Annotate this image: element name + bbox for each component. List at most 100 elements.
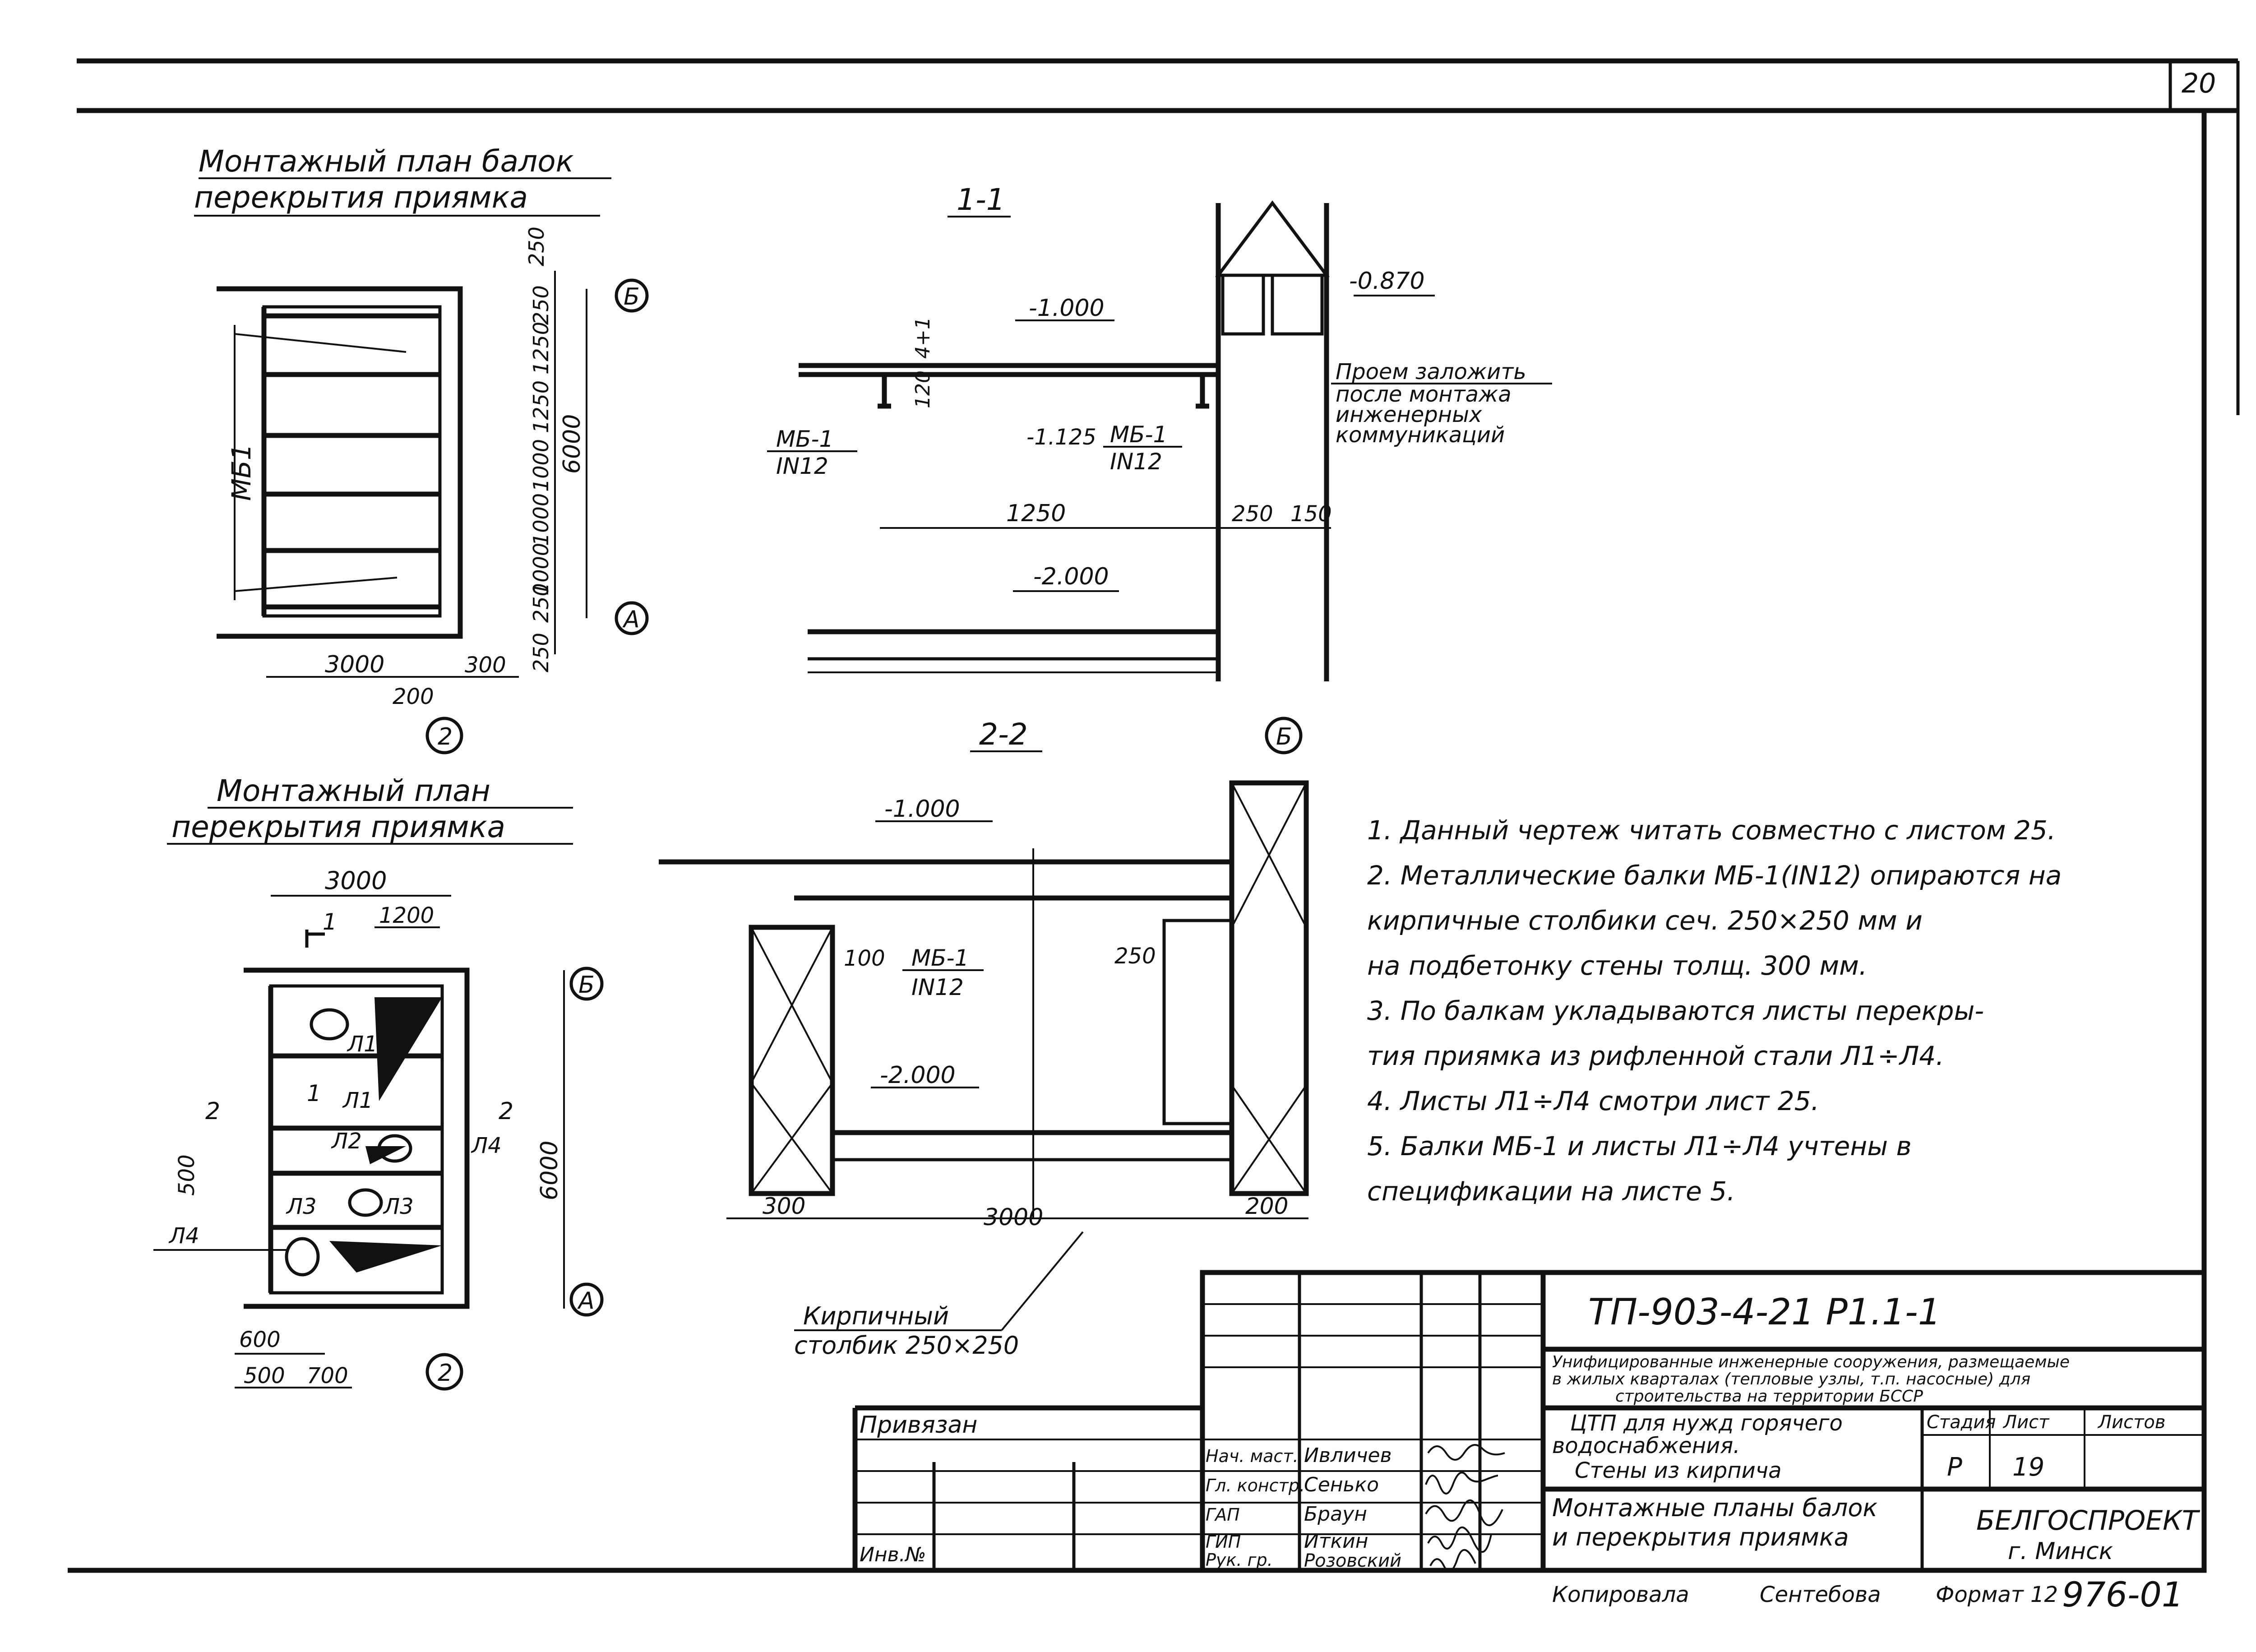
plan1-dim-200: 200: [393, 684, 434, 709]
plan1-axis-b: Б: [624, 283, 640, 310]
role-2: Гл. констр.: [1206, 1476, 1305, 1495]
plan2-cut-1a: 1: [323, 909, 337, 935]
plan1-dim-1000c: 1000: [529, 543, 553, 596]
plan1-dim-1000a: 1000: [529, 439, 553, 492]
plan2-sheet-l4a: Л4: [471, 1133, 502, 1158]
plan-floor-sheets: Монтажный план перекрытия приямка 3000 1…: [153, 773, 604, 1391]
role-1: Нач. маст.: [1206, 1446, 1299, 1466]
section11-elev-bottom: -2.000: [1033, 563, 1109, 590]
section11-note-2: после монтажа: [1336, 382, 1512, 407]
section11-axis-b: Б: [1276, 723, 1292, 750]
name-3: Браун: [1304, 1503, 1367, 1526]
doc-descr-1: Унифицированные инженерные сооружения, р…: [1552, 1353, 2070, 1371]
section22-dim-250: 250: [1114, 944, 1156, 969]
plan1-dim-1250b: 1250: [529, 380, 553, 433]
page-number: 20: [2182, 68, 2216, 99]
plan2-title-line2: перекрытия приямка: [171, 810, 505, 844]
role-4: ГИП: [1206, 1532, 1241, 1552]
section11-beam-right-top: МБ-1: [1110, 421, 1167, 448]
name-5: Розовский: [1304, 1550, 1401, 1571]
doc-descr-2: в жилых кварталах (тепловые узлы, т.п. н…: [1552, 1370, 2030, 1388]
section11-dim-1250: 1250: [1006, 500, 1066, 527]
section11-label: 1-1: [957, 182, 1005, 217]
name-2: Сенько: [1304, 1473, 1379, 1496]
section11-dim-250: 250: [1232, 501, 1273, 527]
section22-column-label-1: Кирпичный: [803, 1302, 949, 1330]
note-2-cont-a: кирпичные столбики сеч. 250×250 мм и: [1367, 905, 1923, 936]
plan2-dim-3000: 3000: [325, 866, 387, 895]
title-block: ТП-903-4-21 Р1.1-1 Унифицированные инжен…: [852, 1270, 2207, 1615]
section22-beam-top: МБ-1: [911, 945, 969, 971]
note-5-cont: спецификации на листе 5.: [1367, 1176, 1735, 1207]
plan2-cut-2b: 2: [499, 1098, 513, 1125]
sheet-title-1: Монтажные планы балок: [1552, 1494, 1877, 1522]
name-4: Иткин: [1304, 1530, 1368, 1553]
section11-dim-120: 120: [911, 370, 934, 408]
plan2-cut-2a: 2: [205, 1098, 220, 1125]
signatures: [1425, 1444, 1505, 1572]
stage-value: Р: [1947, 1453, 1962, 1482]
section-1-1: 1-1 -1.000 -0.870 -1.125 -2.000 4+1 120 …: [767, 182, 1552, 754]
archive-number: 976-01: [2062, 1574, 2183, 1615]
section11-beam-right-bot: IN12: [1110, 449, 1162, 475]
org-city: г. Минск: [2008, 1538, 2113, 1565]
note-2-cont-b: на подбетонку стены толщ. 300 мм.: [1367, 950, 1868, 981]
plan1-title-line1: Монтажный план балок: [199, 144, 574, 179]
general-notes: 1. Данный чертеж читать совместно с лист…: [1367, 808, 2247, 1214]
plan1-dim-250d: 250: [529, 633, 553, 672]
plan2-dim-500b: 500: [244, 1363, 285, 1388]
section22-elev-top: -1.000: [884, 796, 960, 823]
plan2-sheet-l4b: Л4: [168, 1223, 199, 1249]
plan2-dim-600: 600: [239, 1327, 281, 1352]
plan2-axis-a: А: [577, 1287, 595, 1314]
section22-dim-3000: 3000: [984, 1204, 1043, 1231]
plan1-dim-300: 300: [465, 652, 506, 678]
role-3: ГАП: [1206, 1505, 1240, 1525]
plan2-dim-6000: 6000: [536, 1141, 563, 1200]
role-5: Рук. гр.: [1206, 1550, 1273, 1570]
section22-dim-100: 100: [844, 946, 885, 971]
plan2-sheet-l1a: Л1: [347, 1032, 378, 1057]
section11-dim-4: 4+1: [911, 317, 934, 359]
project-line-1: ЦТП для нужд горячего: [1570, 1411, 1843, 1436]
format-label: Формат 12: [1936, 1582, 2058, 1607]
plan1-dim-250b: 250: [529, 285, 553, 325]
sheet-title-2: и перекрытия приямка: [1552, 1523, 1849, 1551]
note-3-cont: тия приямка из рифленной стали Л1÷Л4.: [1367, 1041, 1944, 1071]
plan2-sheet-l1b: Л1: [342, 1088, 373, 1113]
plan2-axis-2: 2: [438, 1360, 453, 1387]
plan1-beam-label: МБ1: [226, 444, 257, 501]
section22-dim-300: 300: [763, 1193, 805, 1219]
plan1-dim-6000: 6000: [559, 414, 586, 474]
plan1-dim-250c: 250: [529, 583, 553, 623]
plan1-title-line2: перекрытия приямка: [194, 180, 528, 215]
sheet-value: 19: [2012, 1453, 2044, 1482]
copied-label: Копировала: [1552, 1582, 1689, 1607]
col-sheets: Листов: [2097, 1412, 2165, 1433]
plan2-dim-1200: 1200: [379, 903, 434, 928]
name-1: Ивличев: [1304, 1444, 1392, 1467]
plan1-beams: [264, 313, 440, 610]
org-name: БЕЛГОСПРОЕКТ: [1976, 1505, 2201, 1536]
note-1: 1. Данный чертеж читать совместно с лист…: [1367, 815, 2056, 846]
section22-column-label-2: столбик 250×250: [794, 1331, 1019, 1360]
plan-beams: Монтажный план балок перекрытия приямка …: [194, 144, 649, 754]
plan1-dim-1000b: 1000: [529, 493, 553, 546]
note-4: 4. Листы Л1÷Л4 смотри лист 25.: [1367, 1086, 1820, 1116]
doc-descr-3: строительства на территории БССР: [1615, 1387, 1923, 1406]
section11-beam-left-top: МБ-1: [776, 426, 833, 452]
copier-name: Сентебова: [1760, 1582, 1881, 1607]
section22-dim-200: 200: [1245, 1193, 1288, 1219]
plan2-beams: [271, 1053, 442, 1230]
col-sheet: Лист: [2002, 1412, 2050, 1433]
plan2-sheet-l2: Л2: [331, 1129, 362, 1154]
plan1-dim-1250a: 1250: [529, 322, 553, 375]
plan2-dim-500: 500: [174, 1154, 199, 1196]
section11-elev-beam: -1.125: [1026, 425, 1096, 450]
section11-elev-wall: -0.870: [1349, 268, 1425, 295]
section11-elev-top: -1.000: [1029, 295, 1105, 322]
section11-beam-left-bot: IN12: [776, 453, 828, 479]
plan2-dim-700: 700: [307, 1363, 348, 1388]
section11-note-1: Проем заложить: [1336, 359, 1526, 384]
